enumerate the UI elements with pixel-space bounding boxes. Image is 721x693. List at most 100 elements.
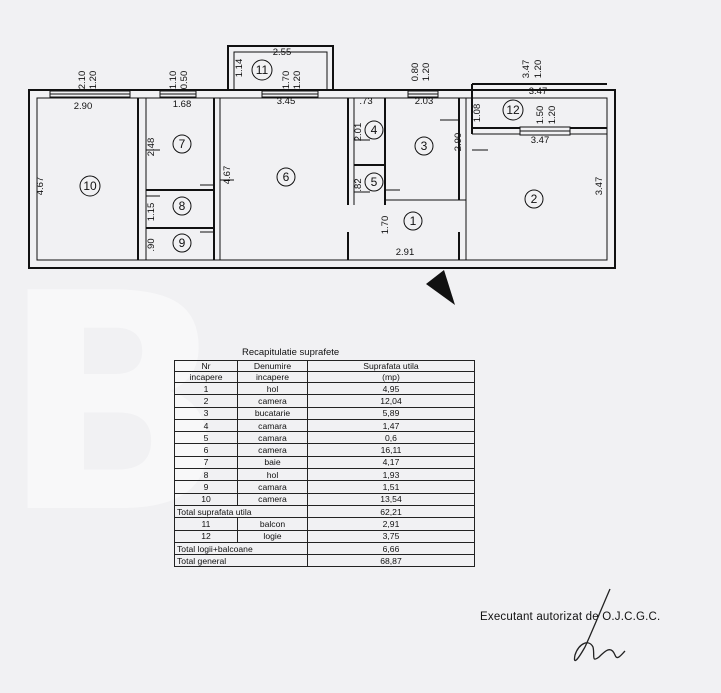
dimension-label: 2.10 <box>77 71 88 90</box>
total-area: 6,66 <box>307 541 475 556</box>
table-title: Recapitulatie suprafete <box>242 347 340 358</box>
room-number-cell: 6 <box>174 443 238 457</box>
dimension-label: 1.10 <box>168 71 179 90</box>
room-number: 5 <box>371 175 378 189</box>
room-number-cell: 1 <box>174 381 238 396</box>
dimension-label: 2.03 <box>415 96 434 107</box>
room-number-cell: 5 <box>174 431 238 445</box>
table-header-row: incapere incapere (mp) <box>174 371 475 383</box>
room-name-cell: camera <box>237 443 308 457</box>
room-number: 6 <box>283 170 290 184</box>
dimension-label: 1.15 <box>146 203 157 222</box>
room-number: 1 <box>410 214 417 228</box>
outer-wall <box>28 89 616 269</box>
table-header-row: Nr Denumire Suprafata utila <box>174 360 475 372</box>
dimension-label: 3.47 <box>531 135 550 146</box>
room-area-cell: 16,11 <box>307 443 475 457</box>
dimension-label: 1.20 <box>547 106 558 125</box>
dimension-label: 3.45 <box>277 96 296 107</box>
room-number-cell: 11 <box>174 517 238 531</box>
room-number-cell: 9 <box>174 480 238 494</box>
room-number: 10 <box>83 179 97 193</box>
header-cell: Suprafata utila <box>307 360 475 372</box>
room-area-cell: 1,47 <box>307 418 475 433</box>
room-name-cell: baie <box>237 455 308 470</box>
room-area-cell: 5,89 <box>307 406 475 420</box>
room-area-cell: 1,93 <box>307 468 475 482</box>
header-cell: Nr <box>174 360 238 372</box>
room-number-cell: 4 <box>174 418 238 433</box>
room-name-cell: camara <box>237 418 308 433</box>
room-name-cell: camera <box>237 492 308 506</box>
dimension-label: 0.80 <box>410 63 421 82</box>
room-name-cell: balcon <box>237 517 308 531</box>
room-name-cell: camera <box>237 394 308 408</box>
dimension-label: 4.67 <box>222 166 233 185</box>
room-marker <box>364 120 384 140</box>
room-name-cell: hol <box>237 468 308 482</box>
dimension-label: 1.20 <box>421 63 432 82</box>
dimension-label: 1.20 <box>88 71 99 90</box>
room-number: 3 <box>421 139 428 153</box>
room-number-cell: 3 <box>174 406 238 420</box>
room-name-cell: hol <box>237 381 308 396</box>
room-area-cell: 1,51 <box>307 480 475 494</box>
room-number-cell: 2 <box>174 394 238 408</box>
dimension-label: 4.67 <box>35 177 46 196</box>
north-arrow-icon <box>426 270 455 305</box>
dimension-label: 2.01 <box>353 123 364 142</box>
dimension-label: 1.70 <box>281 71 292 90</box>
room-marker <box>251 59 273 81</box>
room-marker <box>172 233 192 253</box>
room-number-cell: 12 <box>174 529 238 543</box>
total-label: Total general <box>174 554 308 568</box>
dimension-label: 2.91 <box>396 247 415 258</box>
dimension-label: 1.50 <box>535 106 546 125</box>
room-number-cell: 10 <box>174 492 238 506</box>
room-number: 9 <box>179 236 186 250</box>
room-marker <box>276 167 296 187</box>
room-name-cell: camara <box>237 431 308 445</box>
header-cell: Denumire <box>237 360 308 372</box>
dimension-label: .90 <box>146 238 157 251</box>
dimension-label: 1.14 <box>234 59 245 78</box>
dimension-label: 1.20 <box>533 60 544 79</box>
room-number-cell: 7 <box>174 455 238 470</box>
room-name-cell: logie <box>237 529 308 543</box>
room-area-cell: 0,6 <box>307 431 475 445</box>
room-name-cell: camara <box>237 480 308 494</box>
dimension-label: 2.55 <box>273 47 292 58</box>
dimension-label: 3.47 <box>521 60 532 79</box>
total-area: 62,21 <box>307 504 475 519</box>
room-area-cell: 12,04 <box>307 394 475 408</box>
room-marker <box>524 189 544 209</box>
area-summary-table: Nr Denumire Suprafata utila incapere inc… <box>174 360 475 568</box>
room-area-cell: 3,75 <box>307 529 475 543</box>
room-marker <box>364 172 384 192</box>
header-cell: incapere <box>237 371 308 383</box>
dimension-label: 1.08 <box>472 104 483 123</box>
room-marker <box>414 136 434 156</box>
signature-caption: Executant autorizat de O.J.C.G.C. <box>480 611 661 623</box>
dimension-label: 1.20 <box>292 71 303 90</box>
handwritten-signature <box>573 588 626 662</box>
header-cell: (mp) <box>307 371 475 383</box>
dimension-label: 2.90 <box>453 133 464 152</box>
total-area: 68,87 <box>307 554 475 568</box>
header-cell: incapere <box>174 371 238 383</box>
dimension-label: 2.48 <box>146 138 157 157</box>
room-marker <box>79 175 101 197</box>
room-number-cell: 8 <box>174 468 238 482</box>
dimension-label: .82 <box>353 178 364 191</box>
dimension-label: 0.50 <box>179 71 190 90</box>
